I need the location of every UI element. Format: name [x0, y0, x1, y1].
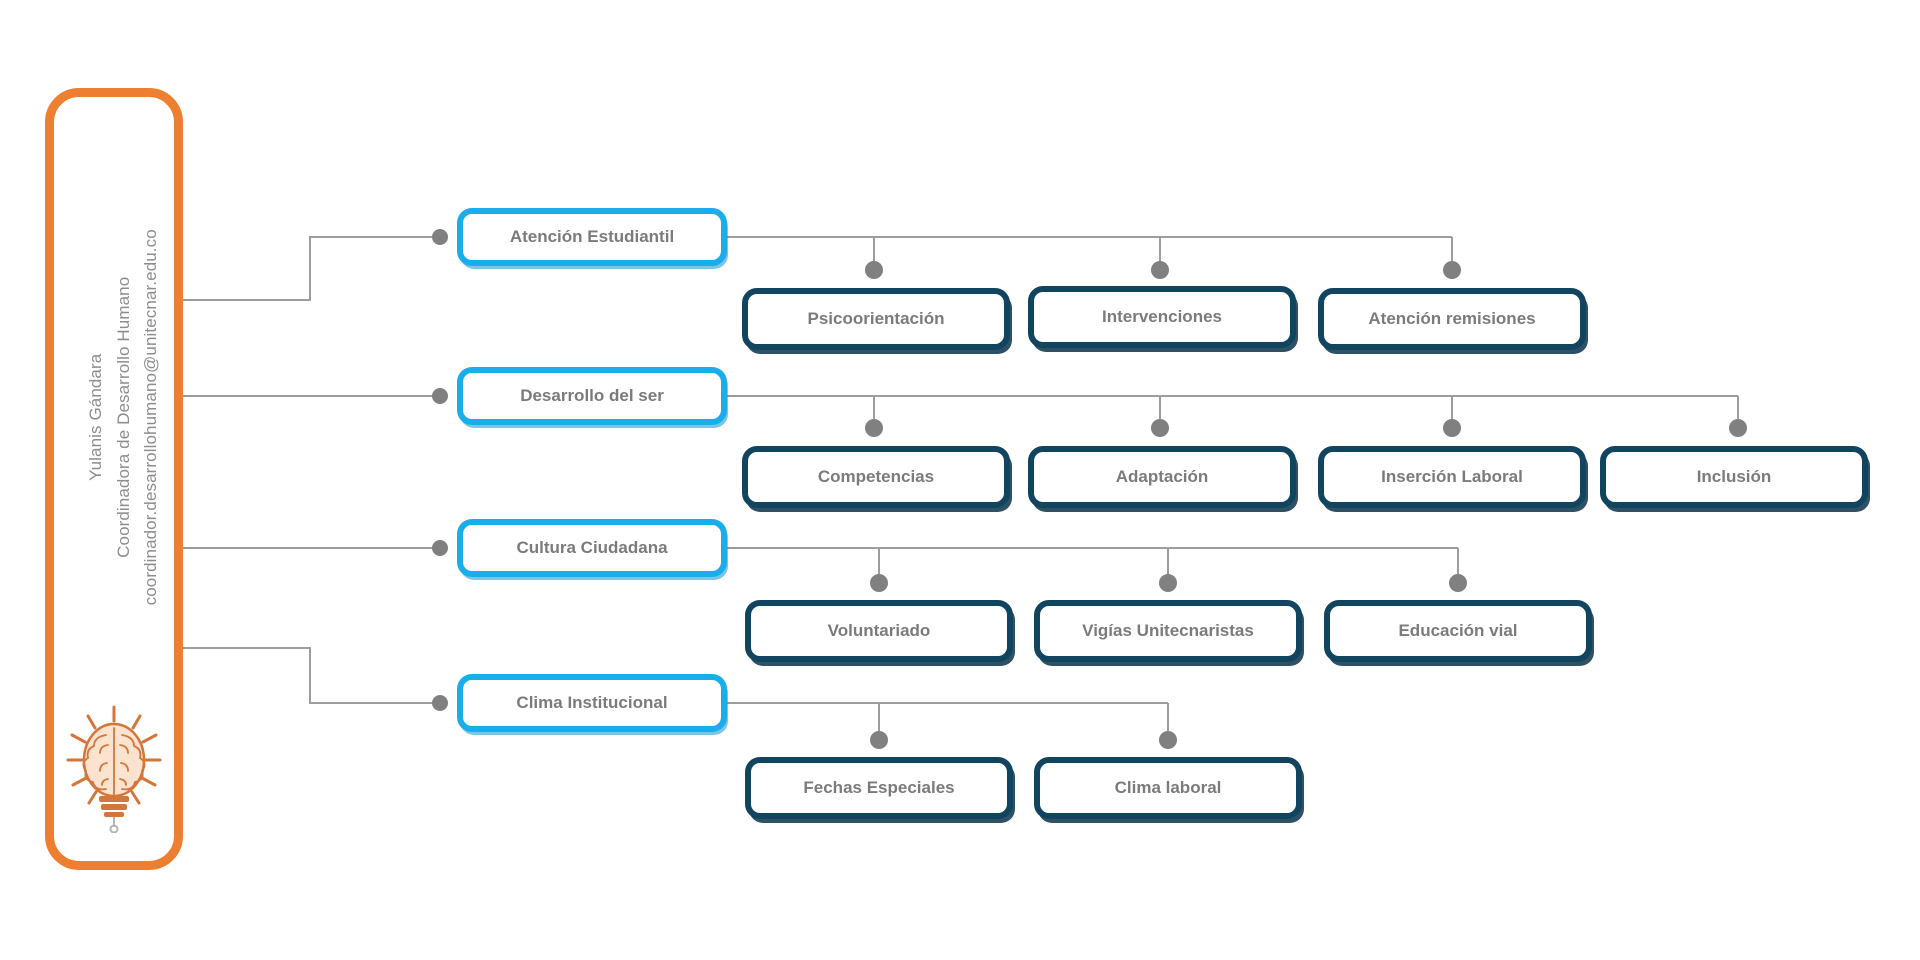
connector-dot-branch-1 [432, 388, 448, 404]
owner-text-block: Yulanis Gándara Coordinadora de Desarrol… [54, 97, 192, 737]
connector-dot-3-1 [1159, 731, 1177, 749]
connector-dot-1-0 [865, 419, 883, 437]
leaf-label: Intervenciones [1102, 307, 1222, 327]
leaf-label: Psicoorientación [807, 309, 945, 329]
leaf-node-educacion-vial[interactable]: Educación vial [1324, 600, 1592, 662]
brain-lightbulb-icon [66, 705, 162, 833]
branch-label: Clima Institucional [516, 693, 668, 713]
leaf-node-atencion-remisiones[interactable]: Atención remisiones [1318, 288, 1586, 350]
leaf-label: Atención remisiones [1368, 309, 1536, 329]
owner-role: Coordinadora de Desarrollo Humano [113, 276, 133, 558]
owner-panel[interactable]: Yulanis Gándara Coordinadora de Desarrol… [45, 88, 183, 870]
connector-dot-2-1 [1159, 574, 1177, 592]
connector-dot-branch-0 [432, 229, 448, 245]
connector-dot-1-2 [1443, 419, 1461, 437]
connector-dot-1-3 [1729, 419, 1747, 437]
leaf-node-vigias-unitecnaristas[interactable]: Vigías Unitecnaristas [1034, 600, 1302, 662]
leaf-label: Clima laboral [1114, 778, 1222, 798]
owner-email: coordinador.desarrollohumano@unitecnar.e… [140, 228, 160, 606]
branch-label: Atención Estudiantil [509, 227, 675, 247]
leaf-node-competencias[interactable]: Competencias [742, 446, 1010, 508]
branch-label: Desarrollo del ser [520, 386, 664, 406]
leaf-node-insercion-laboral[interactable]: Inserción Laboral [1318, 446, 1586, 508]
leaf-node-inclusion[interactable]: Inclusión [1600, 446, 1868, 508]
wire-root-to-branch-3 [183, 647, 438, 704]
leaf-label: Inserción Laboral [1381, 467, 1523, 487]
connector-dot-0-0 [865, 261, 883, 279]
connector-dot-branch-2 [432, 540, 448, 556]
connector-dot-1-1 [1151, 419, 1169, 437]
leaf-node-psicoorientacion[interactable]: Psicoorientación [742, 288, 1010, 350]
leaf-label: Fechas Especiales [803, 778, 955, 798]
branch-node-atencion-estudiantil[interactable]: Atención Estudiantil [457, 208, 727, 266]
leaf-label: Educación vial [1398, 621, 1518, 641]
leaf-label: Vigías Unitecnaristas [1082, 621, 1254, 641]
leaf-label: Adaptación [1115, 467, 1209, 487]
connector-dot-3-0 [870, 731, 888, 749]
leaf-node-voluntariado[interactable]: Voluntariado [745, 600, 1013, 662]
leaf-label: Voluntariado [827, 621, 931, 641]
owner-name: Yulanis Gándara [85, 353, 105, 481]
connector-dot-2-0 [870, 574, 888, 592]
connector-dot-0-2 [1443, 261, 1461, 279]
branch-node-desarrollo-del-ser[interactable]: Desarrollo del ser [457, 367, 727, 425]
leaf-label: Inclusión [1696, 467, 1772, 487]
leaf-node-intervenciones[interactable]: Intervenciones [1028, 286, 1296, 348]
leaf-node-adaptacion[interactable]: Adaptación [1028, 446, 1296, 508]
leaf-node-clima-laboral[interactable]: Clima laboral [1034, 757, 1302, 819]
branch-node-cultura-ciudadana[interactable]: Cultura Ciudadana [457, 519, 727, 577]
branch-node-clima-institucional[interactable]: Clima Institucional [457, 674, 727, 732]
branch-label: Cultura Ciudadana [516, 538, 668, 558]
leaf-node-fechas-especiales[interactable]: Fechas Especiales [745, 757, 1013, 819]
wire-root-to-branch-0 [183, 236, 438, 301]
leaf-label: Competencias [817, 467, 935, 487]
connector-dot-0-1 [1151, 261, 1169, 279]
connector-dot-branch-3 [432, 695, 448, 711]
connector-dot-2-2 [1449, 574, 1467, 592]
